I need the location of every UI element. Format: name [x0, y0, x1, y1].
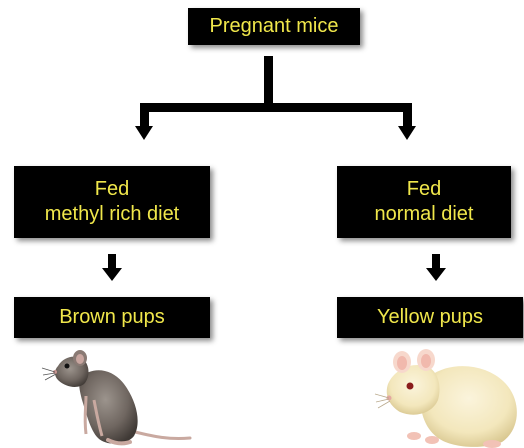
brown-pups-label: Brown pups	[59, 305, 165, 330]
branch-crossbar	[140, 103, 412, 112]
right-diet-line1: Fed	[407, 177, 441, 202]
left-down-arrow-icon	[100, 254, 124, 282]
left-branch-drop	[140, 103, 149, 127]
right-diet-line2: normal diet	[375, 202, 474, 227]
right-down-arrow-icon	[424, 254, 448, 282]
pregnant-mice-label: Pregnant mice	[210, 14, 339, 39]
brown-mouse-icon	[40, 348, 200, 448]
pregnant-mice-box: Pregnant mice	[188, 8, 360, 45]
yellow-pups-label: Yellow pups	[377, 305, 483, 330]
stem-connector	[264, 56, 273, 110]
normal-diet-box: Fed normal diet	[337, 166, 511, 238]
right-branch-drop	[403, 103, 412, 127]
left-arrowhead-icon	[135, 126, 153, 140]
left-diet-line2: methyl rich diet	[45, 202, 180, 227]
yellow-mouse-icon	[372, 346, 524, 448]
brown-pups-box: Brown pups	[14, 297, 210, 338]
right-arrowhead-icon	[398, 126, 416, 140]
methyl-rich-diet-box: Fed methyl rich diet	[14, 166, 210, 238]
yellow-pups-box: Yellow pups	[337, 297, 523, 338]
left-diet-line1: Fed	[95, 177, 129, 202]
